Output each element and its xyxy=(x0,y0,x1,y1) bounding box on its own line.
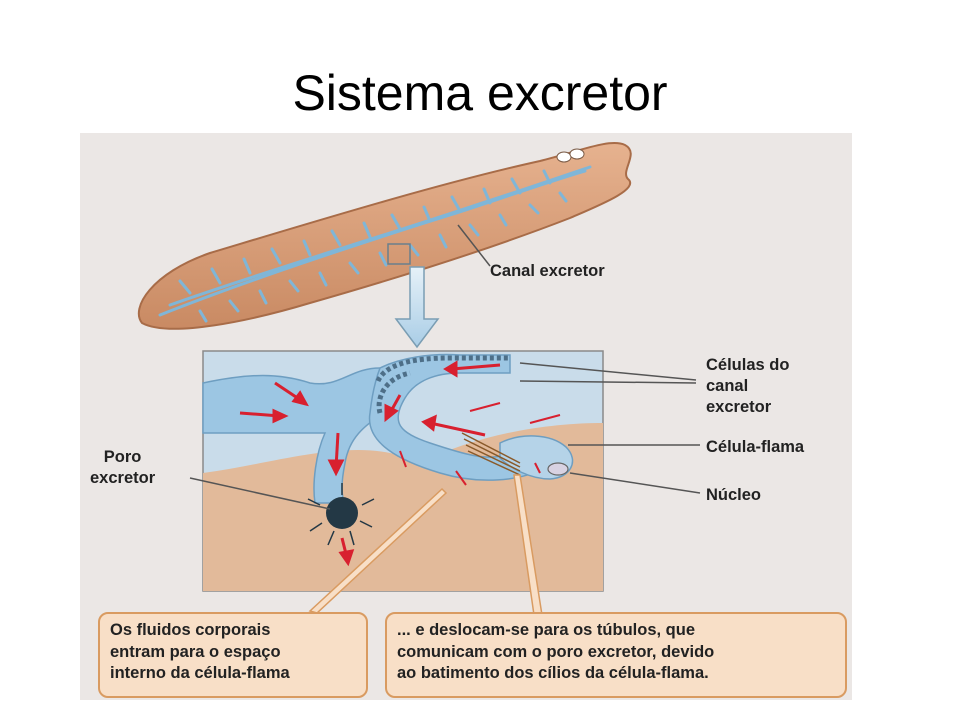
caption-left: Os fluidos corporais entram para o espaç… xyxy=(98,612,368,698)
caption-line: entram para o espaço xyxy=(110,642,356,664)
label-line: canal xyxy=(706,376,789,397)
label-line: Poro xyxy=(90,447,155,468)
label-celula-flama: Célula-flama xyxy=(706,437,804,458)
excretory-pore xyxy=(326,497,358,529)
label-line: Células do xyxy=(706,355,789,376)
caption-line: Os fluidos corporais xyxy=(110,620,356,642)
flatworm-excretory-figure: Canal excretor Células do canal excretor… xyxy=(80,133,852,700)
nucleus xyxy=(548,463,568,475)
caption-line: comunicam com o poro excretor, devido xyxy=(397,642,835,664)
label-line: excretor xyxy=(90,468,155,489)
caption-right: ... e deslocam-se para os túbulos, que c… xyxy=(385,612,847,698)
eyespot-icon xyxy=(557,152,571,162)
slide-title: Sistema excretor xyxy=(0,58,960,128)
zoom-arrow xyxy=(396,267,438,347)
label-line: excretor xyxy=(706,397,789,418)
label-celulas-do-canal: Células do canal excretor xyxy=(706,355,789,418)
caption-line: ao batimento dos cílios da célula-flama. xyxy=(397,663,835,685)
caption-line: ... e deslocam-se para os túbulos, que xyxy=(397,620,835,642)
label-poro-excretor: Poro excretor xyxy=(90,447,155,489)
eyespot-icon xyxy=(570,149,584,159)
caption-line: interno da célula-flama xyxy=(110,663,356,685)
label-canal-excretor: Canal excretor xyxy=(490,261,605,282)
label-nucleo: Núcleo xyxy=(706,485,761,506)
